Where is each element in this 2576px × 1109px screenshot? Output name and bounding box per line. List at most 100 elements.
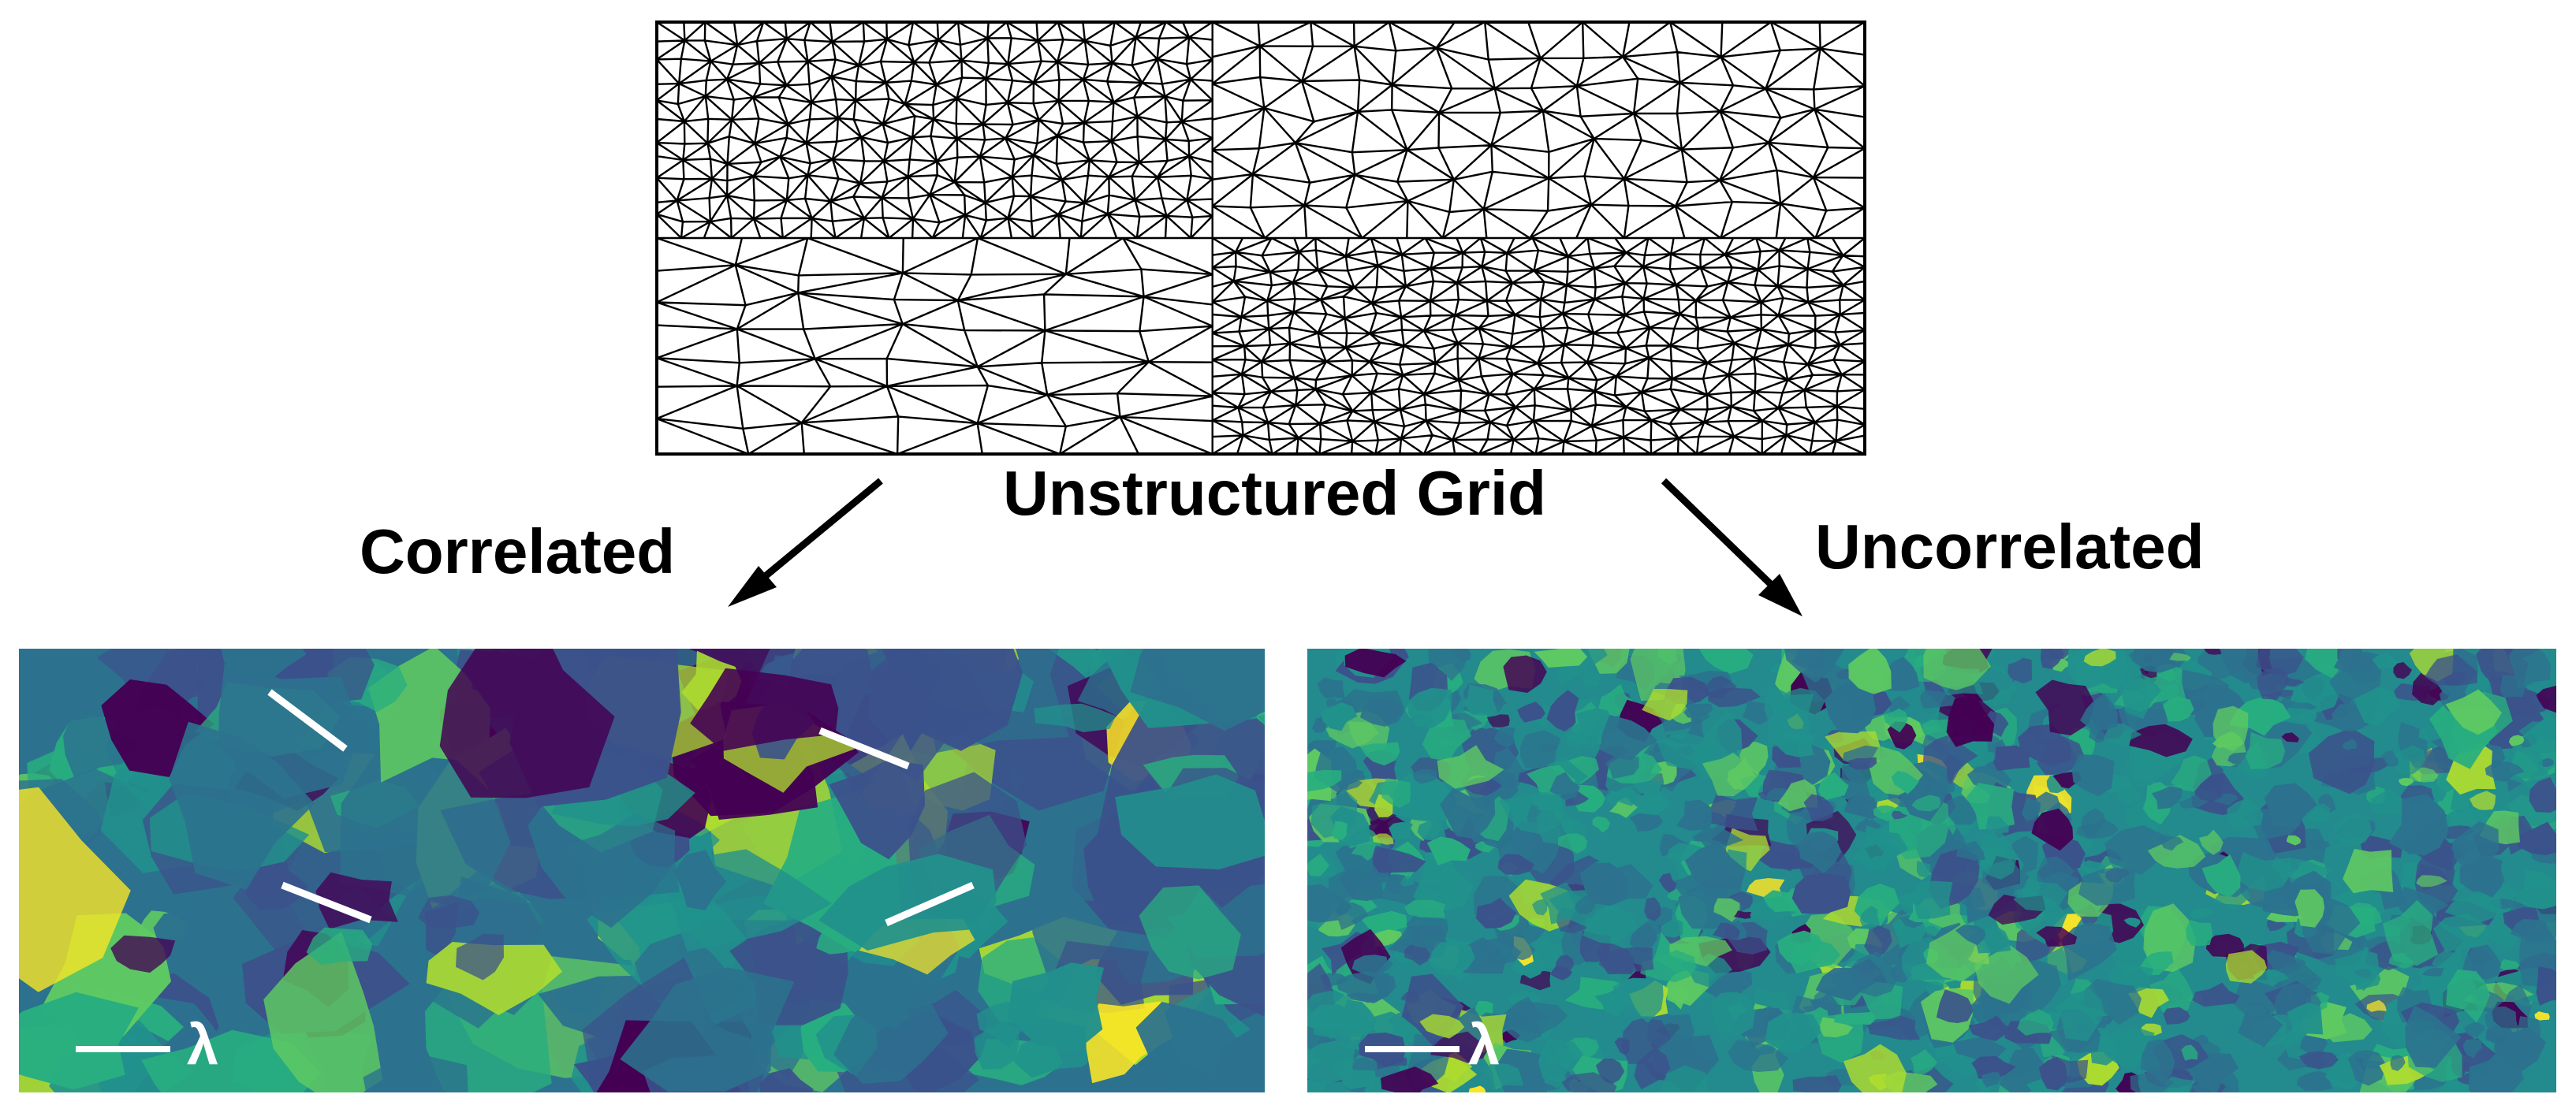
contour-region [1497,854,1535,875]
contour-region [1413,850,1474,911]
contour-region [1486,714,1510,728]
contour-region [2425,654,2477,687]
contour-region [1883,708,1908,733]
contour-region [2306,803,2331,824]
uncorrelated-contour-field [1307,649,2556,1092]
title-unstructured-grid: Unstructured Grid [1003,458,1546,528]
contour-region [1034,703,1117,732]
contour-region [1764,684,1814,748]
contour-region [221,649,307,683]
contour-region [2147,835,2206,869]
contour-region [1889,696,1911,714]
contour-region [1400,876,1415,887]
contour-region [101,679,214,777]
contour-region [2283,677,2305,687]
contour-region [1534,649,1588,668]
contour-region [2169,653,2192,661]
contour-region [2163,696,2194,722]
contour-region [2078,867,2135,906]
contour-region [1389,821,1414,839]
arrow-to-correlated [728,478,883,607]
contour-region [1404,944,1430,966]
contour-region [1968,1015,2015,1041]
contour-region [833,982,949,1085]
contour-region [363,1055,469,1092]
contour-region [2485,1007,2520,1035]
contour-region [2534,1011,2550,1021]
contour-region [169,721,315,890]
contour-region [2189,907,2214,920]
contour-region [1993,745,2030,771]
contour-region [110,935,176,973]
contour-region [1936,989,1974,1023]
contour-region [2369,788,2406,816]
contour-region [2335,949,2379,992]
contour-region [1550,966,1573,981]
contour-region [1417,820,1444,841]
contour-region [1684,840,1747,889]
contour-region [2245,731,2286,769]
contour-region [1702,753,1760,797]
contour-region [2089,726,2106,743]
contour-region [2274,963,2322,992]
contour-region [1966,783,2015,830]
contour-region [19,787,131,992]
contour-region [2181,1044,2198,1061]
contour-region [1482,1062,1524,1089]
lambda-symbol-uncorrelated: λ [1468,1014,1500,1077]
correlation-marker [818,727,910,770]
contour-region [1336,1070,1376,1090]
contour-region [2500,958,2520,970]
contour-region [1575,895,1595,915]
contour-region [1583,906,1638,944]
contour-region [1843,1044,1907,1092]
contour-region [1407,687,1452,728]
contour-region [1971,1056,2016,1080]
contour-region [1824,679,1877,734]
contour-region [1360,698,1405,727]
contour-region [1702,967,1753,1002]
contour-region [2083,649,2116,667]
contour-region [2464,1022,2485,1038]
contour-region [1676,799,1713,831]
contour-region [1386,874,1407,895]
contour-region [1859,906,1881,930]
contour-region [1380,778,1411,808]
contour-region [2286,835,2302,846]
contour-region [2264,783,2317,828]
contour-region [2320,1013,2373,1043]
correlated-field-panel [19,649,1265,1092]
contour-region [2536,966,2556,1006]
contour-region [1971,992,2002,1025]
contour-region [2295,889,2324,928]
contour-region [1791,873,1851,914]
contour-region [2103,724,2142,747]
contour-region [1307,769,1342,792]
contour-region [1561,1072,1617,1092]
contour-region [1520,730,1561,768]
contour-region [1713,898,1740,922]
contour-region [2297,1070,2333,1091]
contour-region [1419,1014,1465,1039]
contour-region [1974,1078,1993,1092]
contour-region [759,1068,814,1092]
label-uncorrelated: Uncorrelated [1815,512,2205,582]
contour-region [1974,944,2039,1004]
contour-region [2508,649,2551,690]
contour-region [263,931,383,1092]
contour-region [1775,850,1803,872]
contour-region [1848,649,1892,694]
contour-region [2130,1065,2175,1092]
contour-region [1703,794,1758,831]
contour-region [1765,1013,1823,1052]
contour-region [2256,649,2304,676]
contour-region [1640,950,1697,983]
contour-region [417,895,480,929]
contour-region [2290,687,2308,703]
contour-region [1820,1017,1854,1038]
contour-region [2383,900,2439,966]
contour-region [1428,649,1469,681]
contour-region [315,872,398,929]
contour-region [2446,969,2490,1023]
